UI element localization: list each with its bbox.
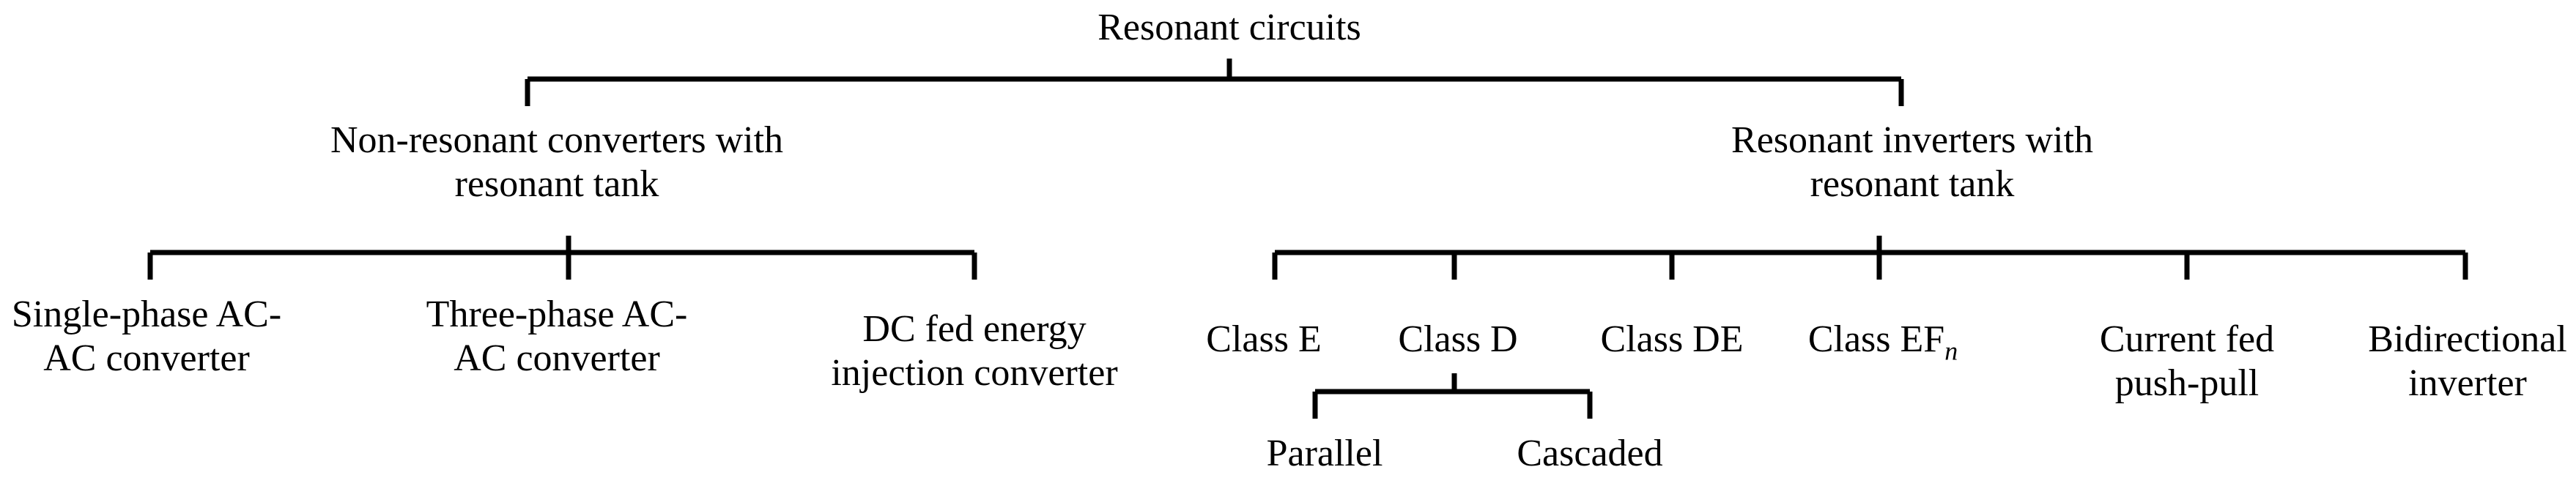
current-fed-line2: push-pull [2114,362,2259,404]
non-resonant-converters-node: Non-resonant converters with resonant ta… [330,119,783,206]
class-ef-subscript: n [1944,336,1958,366]
resonant-inverters-line2: resonant tank [1810,163,2015,205]
single-phase-line2: AC converter [43,337,250,379]
class-e-label: Class E [1206,318,1322,360]
cascaded-node: Cascaded [1517,432,1662,476]
current-fed-push-pull-node: Current fed push-pull [2100,318,2274,405]
class-ef-label: Class EF [1807,318,1945,360]
non-resonant-converters-line1: Non-resonant converters with [330,119,784,161]
three-phase-line2: AC converter [454,337,660,379]
three-phase-ac-ac-node: Three-phase AC- AC converter [426,293,688,381]
resonant-inverters-node: Resonant inverters with resonant tank [1731,119,2093,206]
class-de-node: Class DE [1601,318,1744,362]
class-d-label: Class D [1398,318,1518,360]
class-de-label: Class DE [1600,318,1744,360]
bidirectional-line1: Bidirectional [2368,318,2567,360]
single-phase-ac-ac-node: Single-phase AC- AC converter [12,293,281,381]
non-resonant-converters-line2: resonant tank [454,163,659,205]
class-efn-node: Class EFn [1807,318,1958,366]
parallel-label: Parallel [1266,433,1383,474]
bidirectional-inverter-node: Bidirectional inverter [2368,318,2566,405]
class-e-node: Class E [1206,318,1321,362]
dc-fed-energy-injection-node: DC fed energy injection converter [831,307,1117,395]
dc-fed-line2: injection converter [831,352,1118,394]
cascaded-label: Cascaded [1517,433,1663,474]
three-phase-line1: Three-phase AC- [426,294,688,335]
resonant-inverters-line1: Resonant inverters with [1731,119,2093,161]
current-fed-line1: Current fed [2099,318,2275,360]
parallel-node: Parallel [1267,432,1383,476]
single-phase-line1: Single-phase AC- [11,294,282,335]
dc-fed-line1: DC fed energy [862,308,1087,350]
bidirectional-line2: inverter [2408,362,2527,404]
root-node: Resonant circuits [1098,6,1361,50]
root-label: Resonant circuits [1098,7,1361,48]
class-d-node: Class D [1398,318,1517,362]
